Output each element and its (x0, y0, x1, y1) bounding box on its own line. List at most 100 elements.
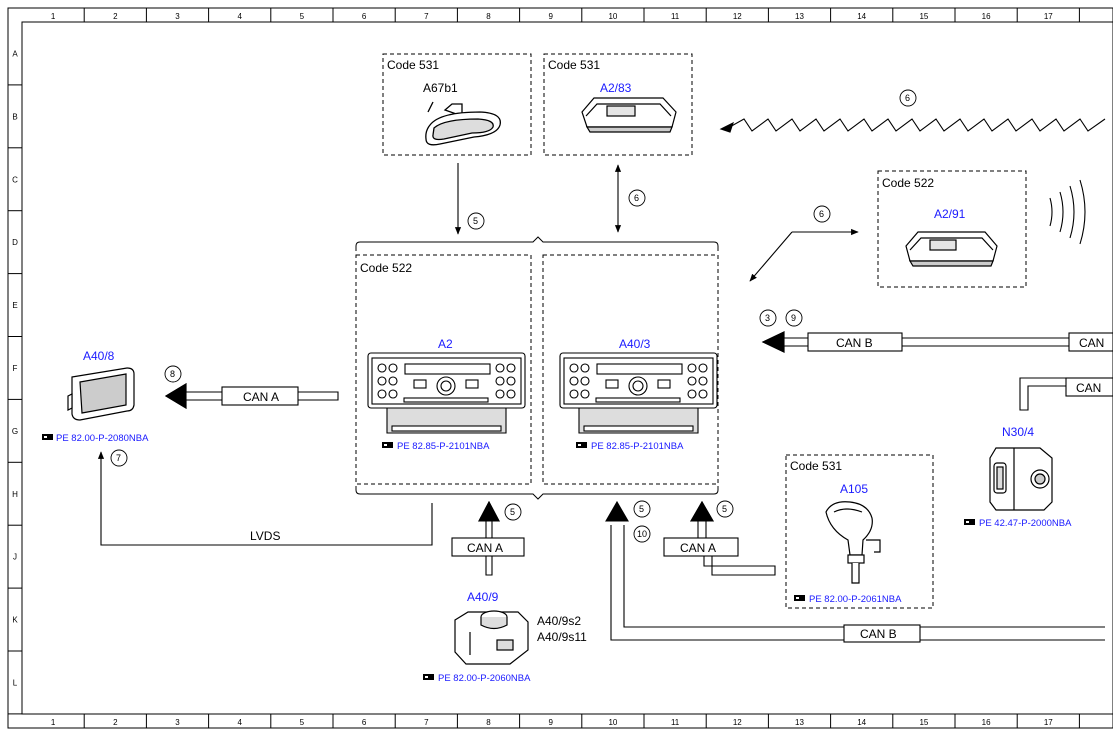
grid-col-label-top: 16 (982, 12, 991, 21)
grid-col-label-top: 5 (300, 12, 305, 21)
code-531-label-mid: Code 531 (548, 58, 600, 72)
grid-col-label-bottom: 3 (175, 718, 180, 727)
can-a-label-bottom-right: CAN A (680, 541, 716, 555)
code-522-box-a2 (355, 254, 532, 485)
can-label-mid-right: CAN (1076, 381, 1101, 395)
bus-can-b-top (761, 331, 1113, 353)
grid-col-label-top: 9 (548, 12, 553, 21)
a40-9s11-label: A40/9s11 (537, 630, 587, 644)
bus-can-a-left (164, 383, 339, 409)
a40-8-label: A40/8 (83, 349, 115, 363)
bus-can-a-bottom-right (663, 500, 739, 557)
controller-a40-9-icon (454, 610, 529, 665)
a105-label: A105 (840, 482, 868, 496)
lvds-label: LVDS (250, 529, 280, 543)
grid-col-label-top: 17 (1044, 12, 1053, 21)
grid-col-label-top: 3 (175, 12, 180, 21)
ref-link-a40-9[interactable]: PE 82.00-P-2060NBA (423, 673, 531, 684)
code-531-box-mid (543, 53, 693, 156)
grid-col-label-top: 10 (608, 12, 617, 21)
ref-link-a40-3[interactable]: PE 82.85-P-2101NBA (576, 441, 684, 452)
grid-row-label: H (12, 490, 18, 499)
marker-6-right: 6 (819, 209, 824, 219)
grid-column-ticks: 1122334455667788991010111112121313141415… (51, 8, 1080, 728)
marker-6-mid: 6 (634, 193, 639, 203)
grid-col-label-bottom: 4 (237, 718, 242, 727)
ref-link-n30-4[interactable]: PE 42.47-P-2000NBA (964, 518, 1072, 529)
bus-can-b-bottom (605, 500, 921, 643)
grid-col-label-top: 11 (671, 12, 680, 21)
ref-link-a105[interactable]: PE 82.00-P-2061NBA (794, 594, 902, 605)
grid-col-label-top: 13 (795, 12, 804, 21)
grid-col-label-bottom: 9 (548, 718, 553, 727)
grid-row-label: B (12, 112, 17, 121)
marker-5-a: 5 (510, 507, 515, 517)
n30-4-label: N30/4 (1002, 425, 1034, 439)
reference-icon (794, 595, 805, 601)
ref-link-a2[interactable]: PE 82.85-P-2101NBA (382, 441, 490, 452)
grid-col-label-bottom: 6 (362, 718, 367, 727)
grid-col-label-bottom: 12 (733, 718, 742, 727)
marker-10: 10 (637, 529, 647, 539)
group-brace (355, 236, 719, 500)
selector-lever-a105-icon (825, 501, 881, 584)
grid-col-label-bottom: 1 (51, 718, 56, 727)
grid-col-label-bottom: 7 (424, 718, 429, 727)
marker-3: 3 (765, 313, 770, 323)
callouts (110, 89, 917, 543)
grid-col-label-bottom: 10 (608, 718, 617, 727)
grid-col-label-top: 12 (733, 12, 742, 21)
marker-5-top: 5 (473, 216, 478, 226)
grid-col-label-bottom: 15 (919, 718, 928, 727)
grid-row-label: K (12, 616, 18, 625)
code-531-box-bottom (785, 454, 934, 609)
grid-col-label-bottom: 16 (982, 718, 991, 727)
grid-col-label-bottom: 5 (300, 718, 305, 727)
mirror-icon (425, 101, 501, 146)
grid-col-label-top: 7 (424, 12, 429, 21)
wireless-signal-icon (1049, 179, 1086, 245)
grid-row-label: L (13, 678, 18, 687)
marker-8: 8 (170, 369, 175, 379)
grid-col-label-bottom: 14 (857, 718, 866, 727)
can-b-label-bottom: CAN B (860, 627, 897, 641)
marker-5-b: 5 (639, 504, 644, 514)
display-a40-8-icon (67, 367, 135, 421)
grid-col-label-bottom: 13 (795, 718, 804, 727)
grid-col-label-top: 4 (237, 12, 242, 21)
ref-text: PE 42.47-P-2000NBA (979, 518, 1072, 529)
ref-link-a40-8[interactable]: PE 82.00-P-2080NBA (42, 433, 149, 444)
can-label-top-right: CAN (1079, 336, 1104, 350)
ref-text: PE 82.00-P-2061NBA (809, 594, 902, 605)
a67b1-label: A67b1 (423, 81, 458, 95)
a2-83-label: A2/83 (600, 81, 632, 95)
grid-col-label-top: 2 (113, 12, 118, 21)
code-boxes (355, 53, 1027, 609)
can-a-label-left: CAN A (243, 390, 279, 404)
grid-row-label: A (12, 49, 18, 58)
a2-label: A2 (438, 337, 453, 351)
grid-col-label-top: 1 (51, 12, 56, 21)
grid-col-label-top: 15 (919, 12, 928, 21)
code-531-label-bottom: Code 531 (790, 459, 842, 473)
code-522-box-a40-3 (542, 254, 719, 485)
reference-icon (576, 442, 587, 448)
module-a2-91-icon (905, 231, 998, 267)
radio-a40-3-icon (559, 352, 718, 434)
a40-3-label: A40/3 (619, 337, 651, 351)
ref-text: PE 82.85-P-2101NBA (397, 441, 490, 452)
reference-icon (42, 434, 53, 440)
a2-91-label: A2/91 (934, 207, 966, 221)
grid-row-label: E (12, 301, 17, 310)
can-b-label-top: CAN B (836, 336, 873, 350)
grid-col-label-bottom: 8 (486, 718, 491, 727)
grid-row-label: G (12, 427, 18, 436)
marker-9: 9 (791, 313, 796, 323)
grid-col-label-top: 14 (857, 12, 866, 21)
grid-col-label-top: 8 (486, 12, 491, 21)
ref-text: PE 82.00-P-2060NBA (438, 673, 531, 684)
reference-icon (964, 519, 975, 525)
grid-row-label: F (13, 364, 18, 373)
